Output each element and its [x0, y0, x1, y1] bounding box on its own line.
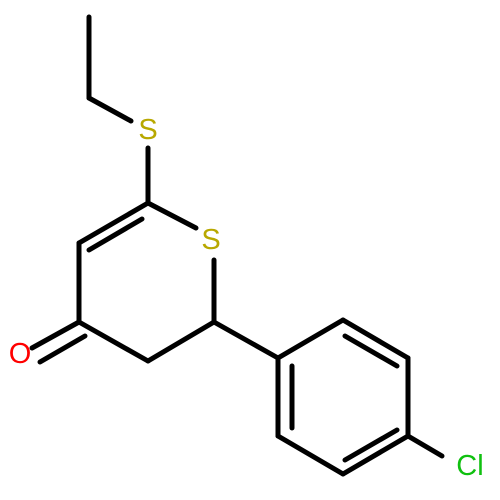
bond-phenyl-1-2	[275, 317, 346, 361]
bond-phenyl-2-3	[340, 317, 411, 361]
bond-ring-c4-c3	[76, 319, 151, 364]
bond-phenyl-cl	[405, 433, 445, 459]
bond-c2-phenyl	[211, 319, 281, 361]
bond-ring-double-inner	[86, 216, 145, 253]
bond-ethyl-ch2	[86, 95, 134, 124]
bond-ring-double-outer	[76, 200, 151, 246]
atom-label-chlorine: Cl	[456, 450, 483, 482]
bond-phenyl-4-5	[340, 433, 411, 477]
bond-ring-c3-c2	[145, 319, 217, 364]
atom-label-sulfur-thioether: S	[138, 114, 157, 146]
bond-ring-s-c6	[145, 200, 199, 231]
atom-label-oxygen: O	[9, 338, 32, 370]
bond-phenyl-inner-b	[342, 427, 400, 463]
atom-label-sulfur-ring: S	[201, 224, 220, 256]
bond-carbonyl-inner	[37, 333, 88, 365]
bond-carbonyl-outer	[29, 319, 82, 351]
bond-phenyl-inner-a	[342, 333, 400, 369]
bond-phenyl-5-6	[275, 433, 346, 477]
